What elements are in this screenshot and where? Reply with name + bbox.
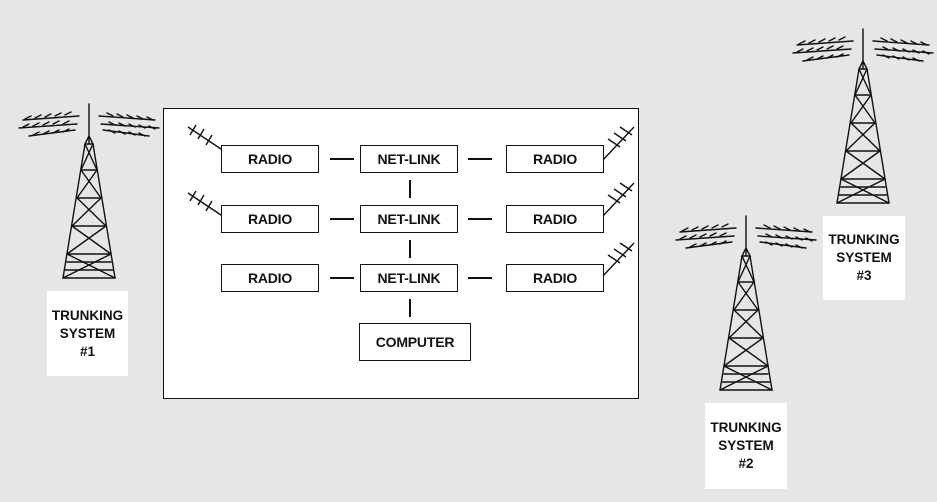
label-line: #1 bbox=[79, 343, 96, 359]
label-line: SYSTEM bbox=[718, 438, 774, 453]
label-line: TRUNKING bbox=[710, 420, 782, 435]
label-line: #2 bbox=[738, 456, 754, 471]
connector-line bbox=[409, 240, 411, 258]
connector-line bbox=[330, 218, 354, 220]
net-link-box: NET-LINK bbox=[360, 145, 458, 173]
connector-line bbox=[409, 299, 411, 317]
label-line: TRUNKING bbox=[828, 232, 900, 247]
label-line: #3 bbox=[856, 268, 872, 283]
net-link-box: NET-LINK bbox=[360, 264, 458, 292]
trunking-system-1-label: TRUNKING SYSTEM #1 bbox=[47, 291, 128, 376]
net-link-box: NET-LINK bbox=[360, 205, 458, 233]
left-antenna-icon bbox=[187, 124, 225, 152]
right-antenna-icon bbox=[601, 242, 635, 278]
radio-tower-icon bbox=[792, 28, 934, 204]
trunking-system-2-label: TRUNKING SYSTEM #2 bbox=[705, 403, 787, 489]
connector-line bbox=[330, 277, 354, 279]
radio-box: RADIO bbox=[221, 145, 319, 173]
radio-box: RADIO bbox=[506, 145, 604, 173]
radio-box: RADIO bbox=[506, 264, 604, 292]
connector-line bbox=[468, 277, 492, 279]
connector-line bbox=[330, 158, 354, 160]
trunking-system-3-label: TRUNKING SYSTEM #3 bbox=[823, 216, 905, 300]
radio-tower-icon bbox=[675, 215, 817, 391]
label-line: SYSTEM bbox=[836, 250, 892, 265]
right-antenna-icon bbox=[601, 182, 635, 218]
label-line: SYSTEM bbox=[59, 325, 116, 341]
radio-tower-icon bbox=[18, 103, 160, 279]
left-antenna-icon bbox=[187, 190, 225, 218]
computer-box: COMPUTER bbox=[359, 323, 471, 361]
radio-box: RADIO bbox=[221, 205, 319, 233]
connector-line bbox=[468, 218, 492, 220]
right-antenna-icon bbox=[601, 126, 635, 162]
radio-network-panel: RADIO NET-LINK RADIO RADIO NET-LINK RADI… bbox=[163, 108, 639, 399]
label-line: TRUNKING bbox=[51, 307, 124, 323]
connector-line bbox=[409, 180, 411, 198]
connector-line bbox=[468, 158, 492, 160]
radio-box: RADIO bbox=[221, 264, 319, 292]
radio-box: RADIO bbox=[506, 205, 604, 233]
